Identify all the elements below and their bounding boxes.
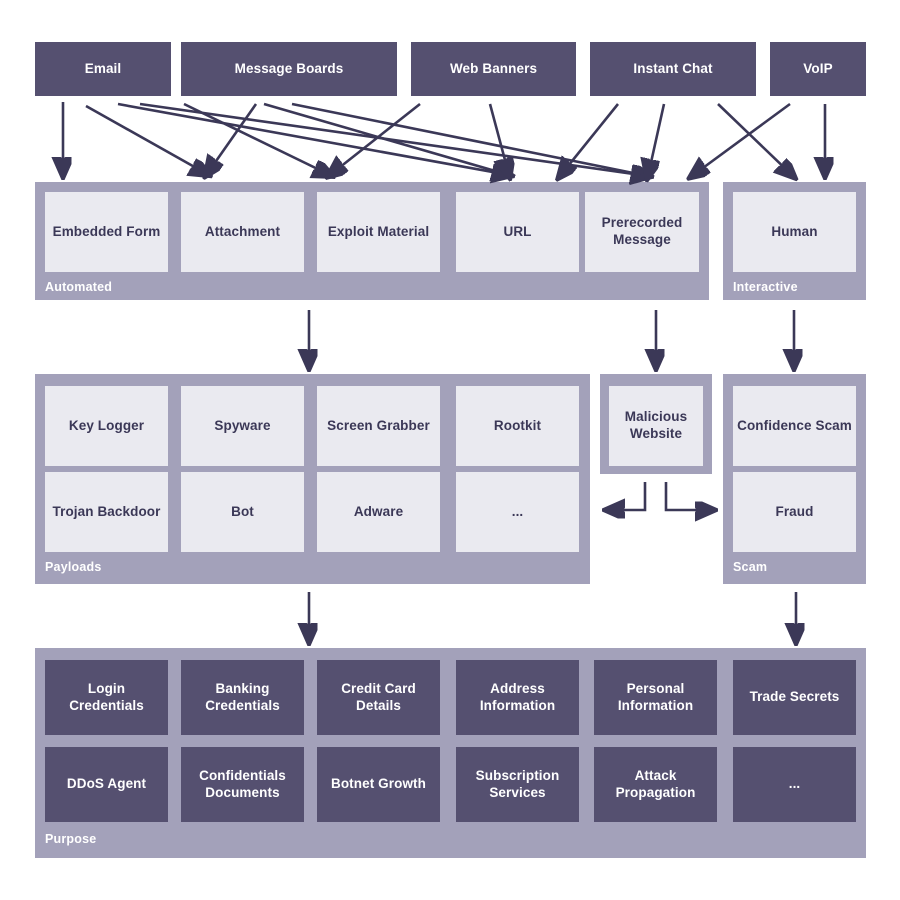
payload-node-label: Screen Grabber [327, 417, 430, 433]
arrow-email-to-prerecorded-message [139, 102, 648, 176]
arrow-message-boards-to-prerecorded-message [291, 102, 648, 176]
automated-node-prerecorded-message[interactable]: Prerecorded Message [585, 192, 699, 272]
band-label-text: Scam [733, 560, 768, 574]
purpose-node-attack-propagation[interactable]: Attack Propagation [594, 747, 717, 822]
automated-node-attachment[interactable]: Attachment [181, 192, 304, 272]
purpose-band-label: Purpose [45, 830, 245, 848]
band-label-text: Payloads [45, 560, 102, 574]
payload-node-rootkit[interactable]: Rootkit [456, 386, 579, 466]
arrow-message-boards-to-attachment [207, 103, 258, 174]
purpose-band [35, 648, 866, 858]
purpose-node-label: DDoS Agent [66, 776, 147, 792]
automated-node-label: Prerecorded Message [601, 215, 683, 247]
vector-node-label: Email [84, 60, 122, 76]
purpose-node-label: Login Credentials [69, 680, 144, 713]
vector-node-voip[interactable]: VoIP [770, 42, 866, 96]
arrow-instant-chat-to-url [560, 103, 620, 176]
purpose-node-more[interactable]: ... [733, 747, 856, 822]
purpose-node-label: Botnet Growth [330, 776, 427, 792]
purpose-node-label: Trade Secrets [749, 689, 840, 705]
payload-node-label: ... [511, 503, 524, 519]
payload-node-bot[interactable]: Bot [181, 472, 304, 552]
payload-node-label: Spyware [214, 417, 271, 433]
scam-node-confidence-scam[interactable]: Confidence Scam [733, 386, 856, 466]
malicious-website-node[interactable]: Malicious Website [609, 386, 703, 466]
interactive-band-label: Interactive [733, 278, 863, 296]
purpose-node-login-credentials[interactable]: Login Credentials [45, 660, 168, 735]
payload-node-screen-grabber[interactable]: Screen Grabber [317, 386, 440, 466]
scam-node-label: Fraud [775, 503, 814, 519]
automated-node-label: Embedded Form [52, 223, 161, 239]
purpose-node-ddos-agent[interactable]: DDoS Agent [45, 747, 168, 822]
purpose-node-confidentials-documents[interactable]: Confidentials Documents [181, 747, 304, 822]
arrow-voip-to-prerecorded-message [692, 102, 791, 176]
vector-node-label: Web Banners [449, 60, 538, 76]
payload-node-label: Bot [231, 503, 254, 519]
vector-node-label: VoIP [803, 60, 833, 76]
scam-node-label: Confidence Scam [737, 417, 852, 433]
vector-node-web-banners[interactable]: Web Banners [411, 42, 576, 96]
malicious-website-node-label: Malicious Website [624, 409, 688, 441]
vector-node-label: Instant Chat [633, 60, 713, 76]
arrow-email-to-attachment [85, 104, 207, 174]
purpose-node-label: Credit Card Details [341, 680, 416, 713]
automated-node-url[interactable]: URL [456, 192, 579, 272]
purpose-node-subscription-services[interactable]: Subscription Services [456, 747, 579, 822]
vector-node-instant-chat[interactable]: Instant Chat [590, 42, 756, 96]
purpose-node-label: Confidentials Documents [199, 767, 286, 800]
purpose-node-label: Personal Information [617, 680, 694, 713]
purpose-node-trade-secrets[interactable]: Trade Secrets [733, 660, 856, 735]
band-label-text: Purpose [45, 832, 97, 846]
automated-node-label: Attachment [204, 223, 281, 239]
payload-node-label: Trojan Backdoor [52, 503, 161, 519]
vector-node-email[interactable]: Email [35, 42, 171, 96]
interactive-node-human[interactable]: Human [733, 192, 856, 272]
band-label-text: Interactive [733, 280, 798, 294]
band-label-text: Automated [45, 280, 113, 294]
purpose-node-personal-information[interactable]: Personal Information [594, 660, 717, 735]
arrow-web-banners-to-exploit-material [330, 102, 421, 175]
purpose-node-banking-credentials[interactable]: Banking Credentials [181, 660, 304, 735]
arrow-malicious-website-to-payloads [608, 482, 647, 510]
purpose-node-address-information[interactable]: Address Information [456, 660, 579, 735]
arrow-message-boards-to-exploit-material [183, 102, 330, 175]
payload-node-key-logger[interactable]: Key Logger [45, 386, 168, 466]
payload-node-spyware[interactable]: Spyware [181, 386, 304, 466]
payload-node-more[interactable]: ... [456, 472, 579, 552]
purpose-node-label: Address Information [479, 680, 556, 713]
payload-node-label: Key Logger [68, 417, 145, 433]
payload-node-label: Adware [353, 503, 404, 519]
scam-node-fraud[interactable]: Fraud [733, 472, 856, 552]
automated-node-exploit-material[interactable]: Exploit Material [317, 192, 440, 272]
payloads-band-label: Payloads [45, 558, 245, 576]
interactive-node-label: Human [771, 223, 818, 239]
automated-node-label: Exploit Material [327, 223, 430, 239]
vector-node-message-boards[interactable]: Message Boards [181, 42, 397, 96]
purpose-node-label: ... [788, 776, 801, 792]
arrow-web-banners-to-url [488, 103, 509, 175]
arrow-message-boards-to-url [263, 102, 509, 175]
purpose-node-label: Attack Propagation [615, 767, 696, 800]
arrow-instant-chat-to-prerecorded-message [648, 103, 666, 176]
payload-node-adware[interactable]: Adware [317, 472, 440, 552]
purpose-node-botnet-growth[interactable]: Botnet Growth [317, 747, 440, 822]
automated-band-label: Automated [45, 278, 285, 296]
automated-node-embedded-form[interactable]: Embedded Form [45, 192, 168, 272]
arrow-instant-chat-to-human [717, 103, 793, 176]
scam-band-label: Scam [733, 558, 853, 576]
arrow-malicious-website-to-scam [664, 482, 712, 510]
purpose-node-label: Subscription Services [475, 767, 560, 800]
arrow-email-to-url [117, 102, 509, 175]
payload-node-label: Rootkit [493, 417, 542, 433]
automated-node-label: URL [503, 223, 532, 239]
purpose-node-label: Banking Credentials [205, 680, 280, 713]
purpose-node-credit-card-details[interactable]: Credit Card Details [317, 660, 440, 735]
payload-node-trojan-backdoor[interactable]: Trojan Backdoor [45, 472, 168, 552]
vector-node-label: Message Boards [234, 60, 344, 76]
